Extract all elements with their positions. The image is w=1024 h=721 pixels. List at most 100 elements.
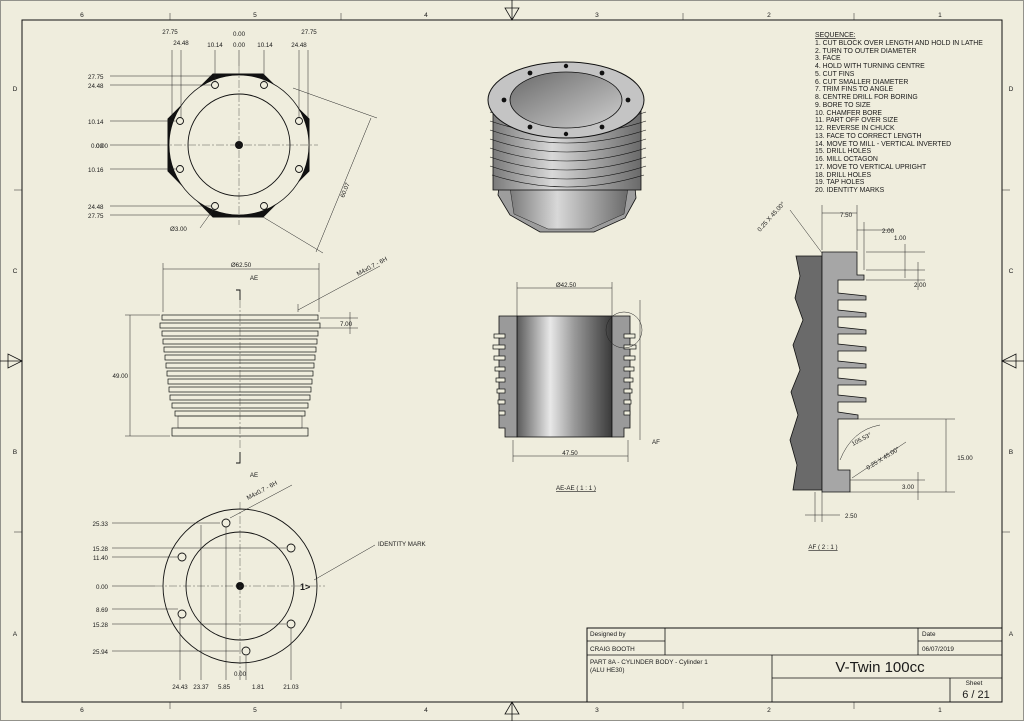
sequence-step: 19. TAP HOLES xyxy=(815,179,865,186)
dim-text: 15.28 xyxy=(93,622,109,629)
sequence-step: 9. BORE TO SIZE xyxy=(815,102,871,109)
sequence-step: 18. DRILL HOLES xyxy=(815,172,871,179)
sequence-step: 6. CUT SMALLER DIAMETER xyxy=(815,79,908,86)
drawing-title: V-Twin 100cc xyxy=(835,659,925,676)
zone-col-top: 1 xyxy=(938,12,942,19)
dim-text: 3.00 xyxy=(902,484,915,491)
dim-text: 27.75 xyxy=(162,29,178,36)
sequence-step: 4. HOLD WITH TURNING CENTRE xyxy=(815,63,925,70)
zone-row-left: A xyxy=(13,631,18,638)
dim-text: 0.00 xyxy=(234,671,247,678)
sequence-step: 12. REVERSE IN CHUCK xyxy=(815,125,895,132)
zone-col-top: 6 xyxy=(80,12,84,19)
zone-col-bottom: 1 xyxy=(938,707,942,714)
detail-label: AF xyxy=(652,439,660,446)
zone-row-right: D xyxy=(1009,86,1014,93)
dim-text: 2.00 xyxy=(882,228,895,235)
drawing-date: 06/07/2019 xyxy=(922,646,954,653)
iso-fins xyxy=(489,111,647,188)
dim-text: 25.33 xyxy=(93,521,109,528)
sequence-step: 20. IDENTITY MARKS xyxy=(815,187,885,194)
dim-text: M4x0.7 - 6H xyxy=(356,256,389,278)
dim-text: 23.37 xyxy=(193,684,209,691)
view-caption: AF ( 2 : 1 ) xyxy=(808,544,837,551)
dim-text: 2.50 xyxy=(845,513,858,520)
dim-text: 24.48 xyxy=(291,42,307,49)
sequence-step: 7. TRIM FINS TO ANGLE xyxy=(815,86,894,93)
dim-text: 27.75 xyxy=(88,74,104,81)
zone-col-bottom: 2 xyxy=(767,707,771,714)
sheet-label: Sheet xyxy=(966,680,983,687)
isometric-view xyxy=(487,61,647,233)
detail-view: 0.25 X 45.00° 7.50 2.00 1.00 2.00 105.53… xyxy=(756,200,973,551)
dim-text: 0.00 xyxy=(233,31,246,38)
zone-col-top: 2 xyxy=(767,12,771,19)
dim-text: 0.25 X 45.00° xyxy=(756,200,787,233)
dim-text: 11.40 xyxy=(93,555,109,562)
dim-text: M4x0.7 - 6H xyxy=(246,480,279,502)
dim-text: 105.53° xyxy=(851,431,874,447)
dim-text: 15.28 xyxy=(93,546,109,553)
part-description: PART 8A - CYLINDER BODY - Cylinder 1 xyxy=(590,659,708,666)
zone-row-right: C xyxy=(1009,268,1014,275)
sequence-step: 3. FACE xyxy=(815,55,841,62)
dim-text: 8.69 xyxy=(96,607,109,614)
zone-col-bottom: 4 xyxy=(424,707,428,714)
date-label: Date xyxy=(922,631,936,638)
sequence-step: 15. DRILL HOLES xyxy=(815,148,871,155)
dim-text: 5.85 xyxy=(218,684,231,691)
dim-text: 10.14 xyxy=(88,119,104,126)
sequence-step: 11. PART OFF OVER SIZE xyxy=(815,117,898,124)
dim-text: 24.48 xyxy=(88,83,104,90)
dim-text: 47.50 xyxy=(562,450,578,457)
sequence-step: 8. CENTRE DRILL FOR BORING xyxy=(815,94,918,101)
part-material: (ALU HE30) xyxy=(590,667,624,674)
dim-text: 1.81 xyxy=(252,684,265,691)
sequence-step: 17. MOVE TO VERTICAL UPRIGHT xyxy=(815,164,927,171)
dim-text: Ø3.00 xyxy=(170,226,187,233)
dim-text: 7.50 xyxy=(840,212,853,219)
dim-text: 25.94 xyxy=(93,649,109,656)
sequence-step: 13. FACE TO CORRECT LENGTH xyxy=(815,133,921,140)
section-label: AE xyxy=(250,472,258,479)
dim-text: 24.43 xyxy=(172,684,188,691)
zone-row-right: A xyxy=(1009,631,1014,638)
dim-text: 10.14 xyxy=(257,42,273,49)
zone-row-left: C xyxy=(13,268,18,275)
view-caption: AE-AE ( 1 : 1 ) xyxy=(556,485,596,492)
dim-text: 7.00 xyxy=(340,321,353,328)
sheet-number: 6 / 21 xyxy=(962,689,990,701)
designer-name: CRAIG BOOTH xyxy=(590,646,635,653)
dim-text: 0.00 xyxy=(96,143,109,150)
zone-col-bottom: 5 xyxy=(253,707,257,714)
dim-text: 0.00 xyxy=(233,42,246,49)
front-view: Ø62.50 49.00 7.00 M4x0.7 - 6H AE AE xyxy=(113,256,389,479)
dim-text: 60.07 xyxy=(339,181,351,198)
dim-text: 27.75 xyxy=(88,213,104,220)
zone-col-top: 4 xyxy=(424,12,428,19)
sequence-step: 14. MOVE TO MILL - VERTICAL INVERTED xyxy=(815,141,951,148)
designed-by-label: Designed by xyxy=(590,631,626,638)
sequence-step: 1. CUT BLOCK OVER LENGTH AND HOLD IN LAT… xyxy=(815,40,983,47)
sequence-notes: SEQUENCE: 1. CUT BLOCK OVER LENGTH AND H… xyxy=(815,32,983,194)
zone-col-top: 5 xyxy=(253,12,257,19)
sequence-step: 10. CHAMFER BORE xyxy=(815,110,882,117)
dim-text: 10.16 xyxy=(88,167,104,174)
sequence-step: 2. TURN TO OUTER DIAMETER xyxy=(815,48,916,55)
dim-text: 0.00 xyxy=(96,584,109,591)
dim-text: Ø62.50 xyxy=(231,262,252,269)
zone-row-left: B xyxy=(13,449,18,456)
dim-text: 24.48 xyxy=(173,40,189,47)
sequence-title: SEQUENCE: xyxy=(815,32,856,39)
zone-col-bottom: 6 xyxy=(80,707,84,714)
section-view: Ø42.50 47.50 AF AE-AE ( 1 : 1 ) xyxy=(492,282,660,492)
dim-text: 0.00 xyxy=(91,143,104,150)
sequence-step: 16. MILL OCTAGON xyxy=(815,156,878,163)
identity-mark: 1> xyxy=(300,582,310,592)
dim-text: 1.00 xyxy=(894,235,907,242)
dim-text: 49.00 xyxy=(113,373,129,380)
sequence-step: 5. CUT FINS xyxy=(815,71,855,78)
bottom-view: M4x0.7 - 6H IDENTITY MARK 1> 25.33 15.28… xyxy=(93,480,427,691)
section-label: AE xyxy=(250,275,258,282)
